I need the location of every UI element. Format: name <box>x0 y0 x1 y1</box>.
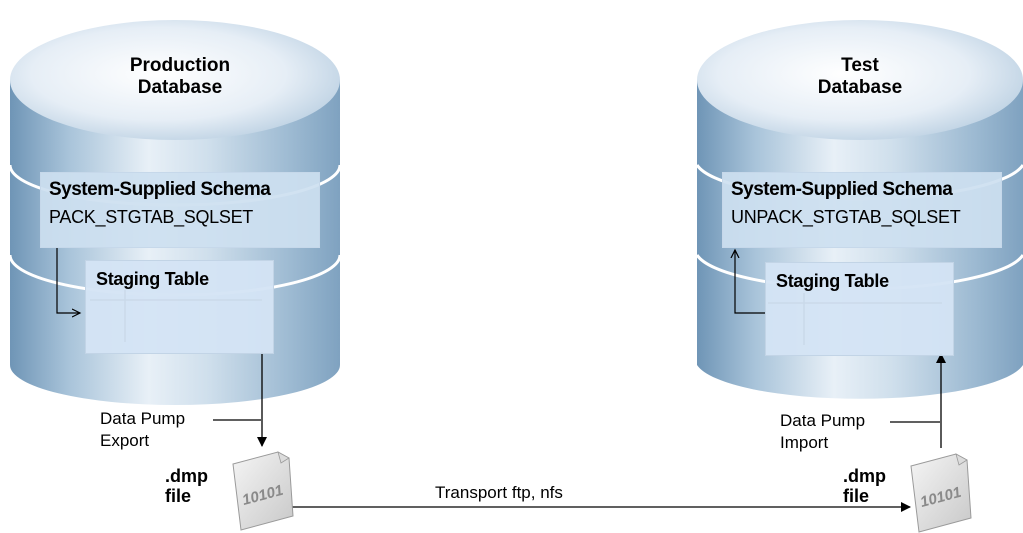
unpack-arrow <box>735 250 766 314</box>
production-staging-table-box: Staging Table <box>85 260 274 354</box>
test-schema-title: System-Supplied Schema <box>731 179 953 200</box>
production-dmp-line2: file <box>165 486 192 506</box>
production-database-title: Production Database <box>80 55 280 99</box>
test-title-line1: Test <box>841 55 879 76</box>
test-dmp-line2: file <box>843 486 870 506</box>
test-dmp-label: .dmp file <box>843 466 886 506</box>
production-schema-title: System-Supplied Schema <box>49 179 271 200</box>
data-pump-export-label: Data Pump Export <box>100 408 185 452</box>
production-schema-box: System-Supplied Schema PACK_STGTAB_SQLSE… <box>40 172 320 248</box>
production-dmp-file-icon: 10101 <box>232 451 294 531</box>
production-title-line2: Database <box>137 77 223 98</box>
transport-label: Transport ftp, nfs <box>435 483 563 502</box>
test-schema-box: System-Supplied Schema UNPACK_STGTAB_SQL… <box>722 172 1002 248</box>
test-dmp-file-icon: 10101 <box>910 453 972 533</box>
production-schema-procedure: PACK_STGTAB_SQLSET <box>49 207 253 227</box>
pack-arrow <box>56 247 80 313</box>
production-staging-title: Staging Table <box>96 269 209 289</box>
test-dmp-line1: .dmp <box>843 466 886 486</box>
test-staging-table-box: Staging Table <box>765 262 954 356</box>
test-database-title: Test Database <box>760 55 960 99</box>
test-staging-title: Staging Table <box>776 271 889 291</box>
test-schema-procedure: UNPACK_STGTAB_SQLSET <box>731 207 961 227</box>
import-label-line2: Import <box>780 433 829 452</box>
production-title-line1: Production <box>129 55 231 76</box>
export-label-line2: Export <box>100 431 150 450</box>
test-title-line2: Database <box>817 77 903 98</box>
production-dmp-line1: .dmp <box>165 466 208 486</box>
production-dmp-label: .dmp file <box>165 466 208 506</box>
export-label-line1: Data Pump <box>100 409 186 428</box>
import-label-line1: Data Pump <box>780 411 866 430</box>
data-pump-import-label: Data Pump Import <box>780 410 865 454</box>
